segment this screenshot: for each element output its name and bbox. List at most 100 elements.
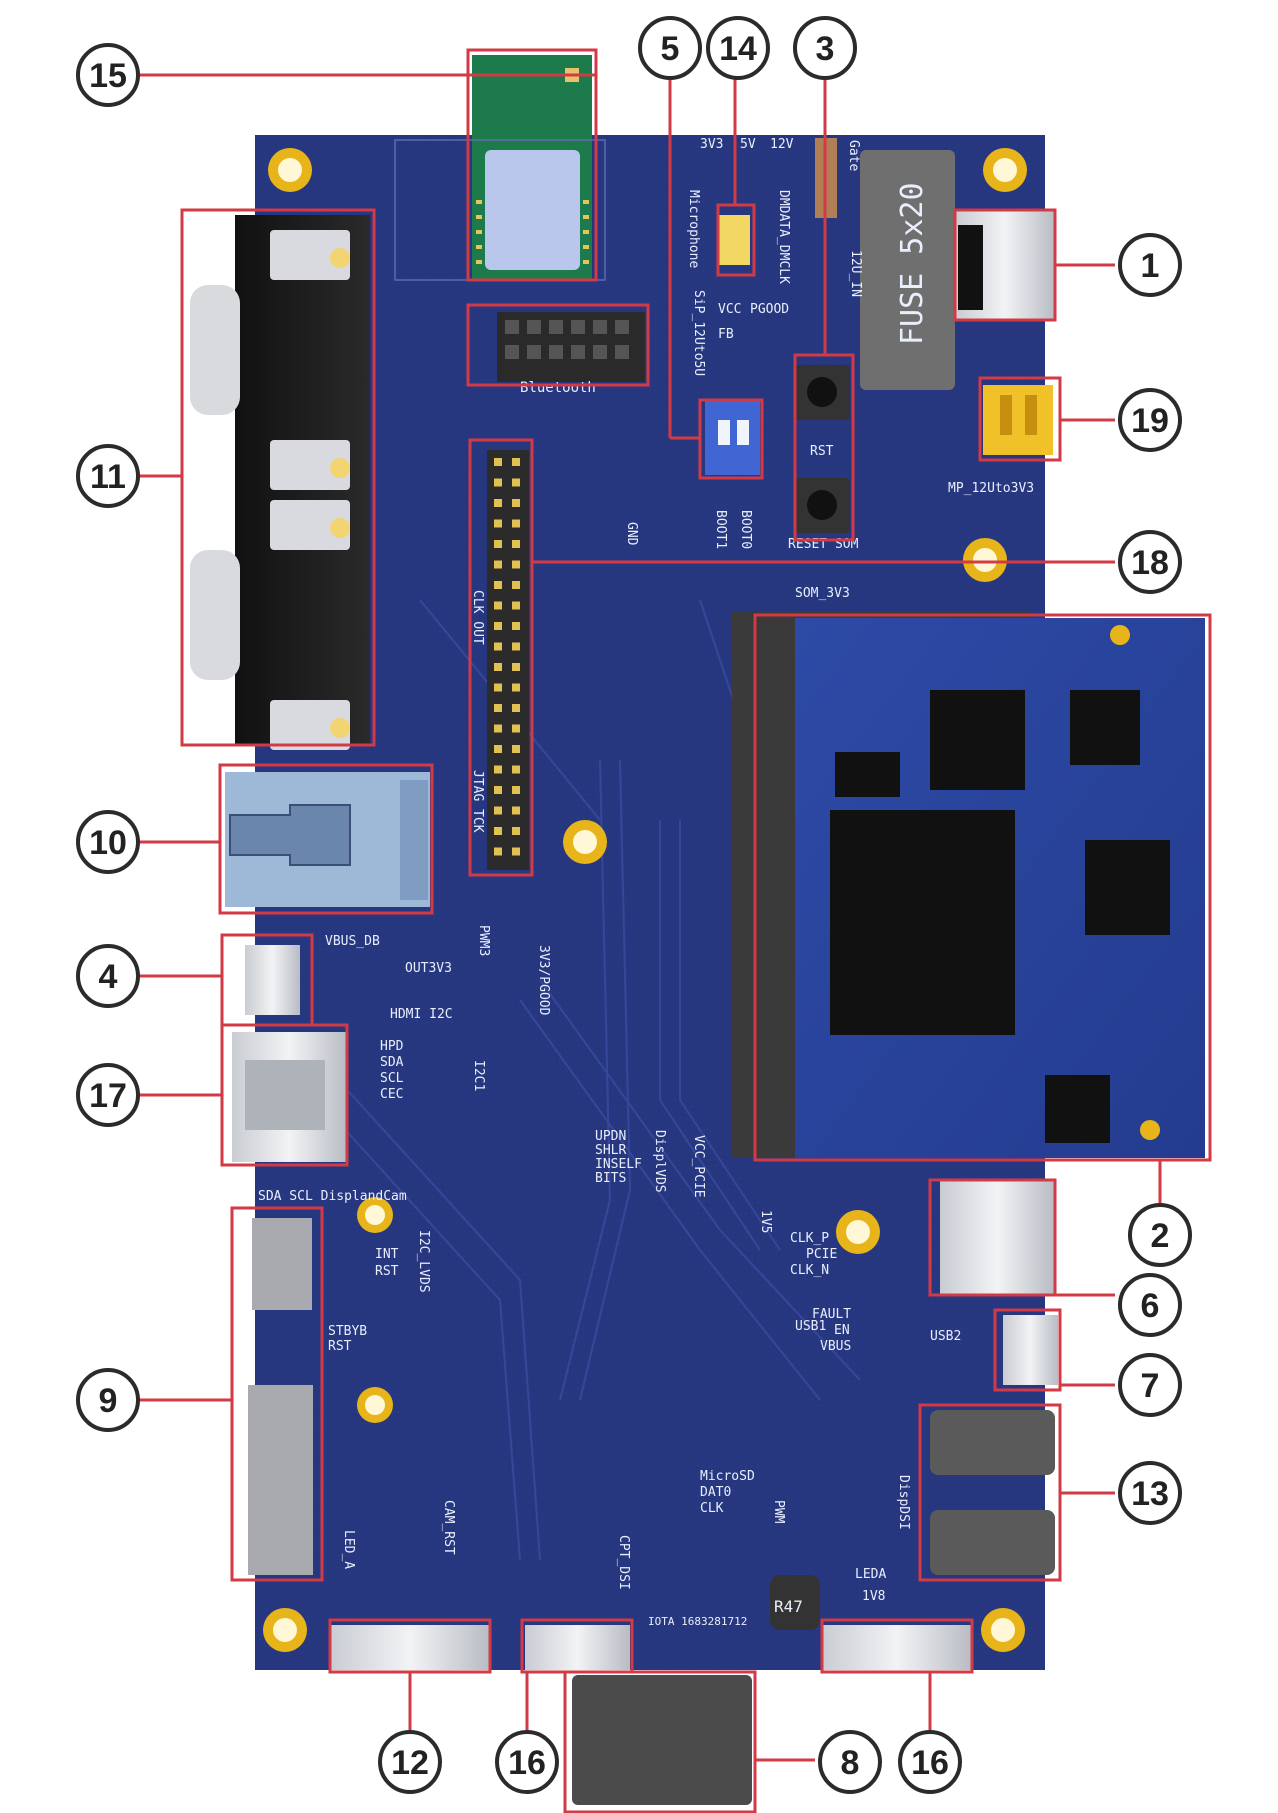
jtag-pin (512, 704, 520, 712)
label-stbyb: STBYB (328, 1324, 367, 1339)
label-3v3-pgood: 3V3/PGOOD (536, 945, 551, 1016)
boot-switch (705, 400, 760, 475)
mounting-holes (263, 148, 1027, 1652)
label-vbus-db: VBUS_DB (325, 934, 380, 949)
callout-11: 11 (76, 444, 140, 508)
label-12v-in: 12U_IN (848, 250, 863, 297)
label-displandcam: SDA SCL DisplandCam (258, 1189, 407, 1204)
jtag-pin (494, 499, 502, 507)
label-cec: CEC (380, 1087, 403, 1102)
callout-2: 2 (1128, 1203, 1192, 1267)
label-usb2: USB2 (930, 1329, 961, 1344)
label-updn: UPDN (595, 1129, 626, 1144)
svg-text:12: 12 (391, 1744, 429, 1782)
label-vbus: VBUS (820, 1339, 851, 1354)
label-3v3: 3V3 (700, 137, 723, 152)
svg-text:17: 17 (89, 1077, 127, 1115)
svg-text:6: 6 (1141, 1287, 1160, 1325)
audio-jacks (930, 1410, 1055, 1575)
label-dispdsi: DispDSI (896, 1475, 911, 1530)
callout-6: 6 (1118, 1273, 1182, 1337)
jtag-pin (494, 601, 502, 610)
callout-10: 10 (76, 810, 140, 874)
label-out3v3: OUT3V3 (405, 961, 452, 976)
jtag-pin (512, 540, 520, 548)
label-pwm3: PWM3 (476, 925, 491, 956)
fuse-holder (860, 150, 955, 390)
reset-buttons (795, 365, 850, 533)
jtag-pin (494, 540, 502, 548)
label-cpt-dsi: CPT_DSI (616, 1535, 631, 1590)
jtag-pin (494, 847, 502, 856)
label-som-3v3: SOM_3V3 (795, 586, 850, 601)
label-pcie: PCIE (806, 1247, 837, 1262)
callout-17: 17 (76, 1063, 140, 1127)
clk-out-label: CLK_OUT (470, 590, 485, 645)
label-dmdata: DMDATA_DMCLK (776, 190, 791, 284)
label-displvds-top: DisplVDS (652, 1130, 667, 1193)
label-microsd: MicroSD (700, 1469, 755, 1484)
callout-15: 15 (76, 43, 140, 107)
fuse-label: FUSE 5x20 (895, 182, 930, 345)
svg-text:3: 3 (816, 30, 835, 68)
bluetooth-module (472, 55, 592, 280)
label-bits: BITS (595, 1171, 626, 1186)
jtag-pin (494, 786, 502, 794)
jtag-pin (512, 806, 520, 815)
callout-19: 19 (1118, 388, 1182, 452)
jtag-pin (512, 478, 520, 487)
som-module (732, 612, 1205, 1158)
callout-5: 5 (638, 16, 702, 80)
callout-16-right: 16 (898, 1730, 962, 1794)
r47-label: R47 (774, 1597, 803, 1616)
fpc-connectors (330, 1625, 972, 1670)
jtag-pin (494, 642, 502, 651)
label-version: IOTA 1683281712 (648, 1615, 747, 1628)
jtag-pin (512, 499, 520, 507)
svg-text:11: 11 (90, 458, 126, 496)
label-i2c1: I2C1 (471, 1060, 486, 1091)
label-boot1: BOOT1 (713, 510, 728, 549)
svg-text:13: 13 (1131, 1475, 1169, 1513)
jtag-pin (512, 622, 520, 630)
label-mp: MP_12Uto3V3 (948, 481, 1034, 496)
label-clk-sd: CLK (700, 1501, 724, 1516)
label-clk-p: CLK_P (790, 1231, 829, 1246)
jtag-pin (494, 560, 502, 569)
label-leda: LEDA (855, 1567, 886, 1582)
label-1v5: 1V5 (758, 1210, 773, 1233)
label-cam-rst: CAM_RST (441, 1500, 456, 1555)
micro-usb-debug (245, 945, 300, 1015)
jtag-pin (512, 745, 520, 753)
label-12v: 12V (770, 137, 794, 152)
label-1v8: 1V8 (862, 1589, 885, 1604)
callout-8: 8 (818, 1730, 882, 1794)
jtag-pin (494, 663, 502, 671)
svg-text:9: 9 (99, 1382, 118, 1420)
jtag-pin (512, 827, 520, 835)
jtag-pin (494, 704, 502, 712)
jtag-pin (512, 683, 520, 692)
jtag-pin (512, 724, 520, 733)
label-gnd: GND (624, 522, 639, 546)
callout-4: 4 (76, 944, 140, 1008)
svg-text:16: 16 (508, 1744, 546, 1782)
svg-text:1: 1 (1141, 247, 1160, 285)
label-vcc-pcie: VCC_PCIE (691, 1135, 706, 1198)
jtag-tck-label: JTAG_TCK (470, 770, 485, 833)
callout-12: 12 (378, 1730, 442, 1794)
jtag-pin (494, 519, 502, 528)
svg-text:10: 10 (89, 824, 127, 862)
jtag-pin (512, 663, 520, 671)
jtag-pin (512, 786, 520, 794)
label-i2c-lvds: I2C_LVDS (416, 1230, 431, 1293)
micro-usb-connector (1003, 1315, 1058, 1385)
sd-card-slot (572, 1675, 752, 1805)
jtag-pin (494, 724, 502, 733)
jtag-pin (494, 806, 502, 815)
svg-text:14: 14 (719, 30, 757, 68)
jtag-pin (494, 827, 502, 835)
jtag-pin (494, 581, 502, 589)
callout-1: 1 (1118, 233, 1182, 297)
label-sda: SDA (380, 1055, 404, 1070)
